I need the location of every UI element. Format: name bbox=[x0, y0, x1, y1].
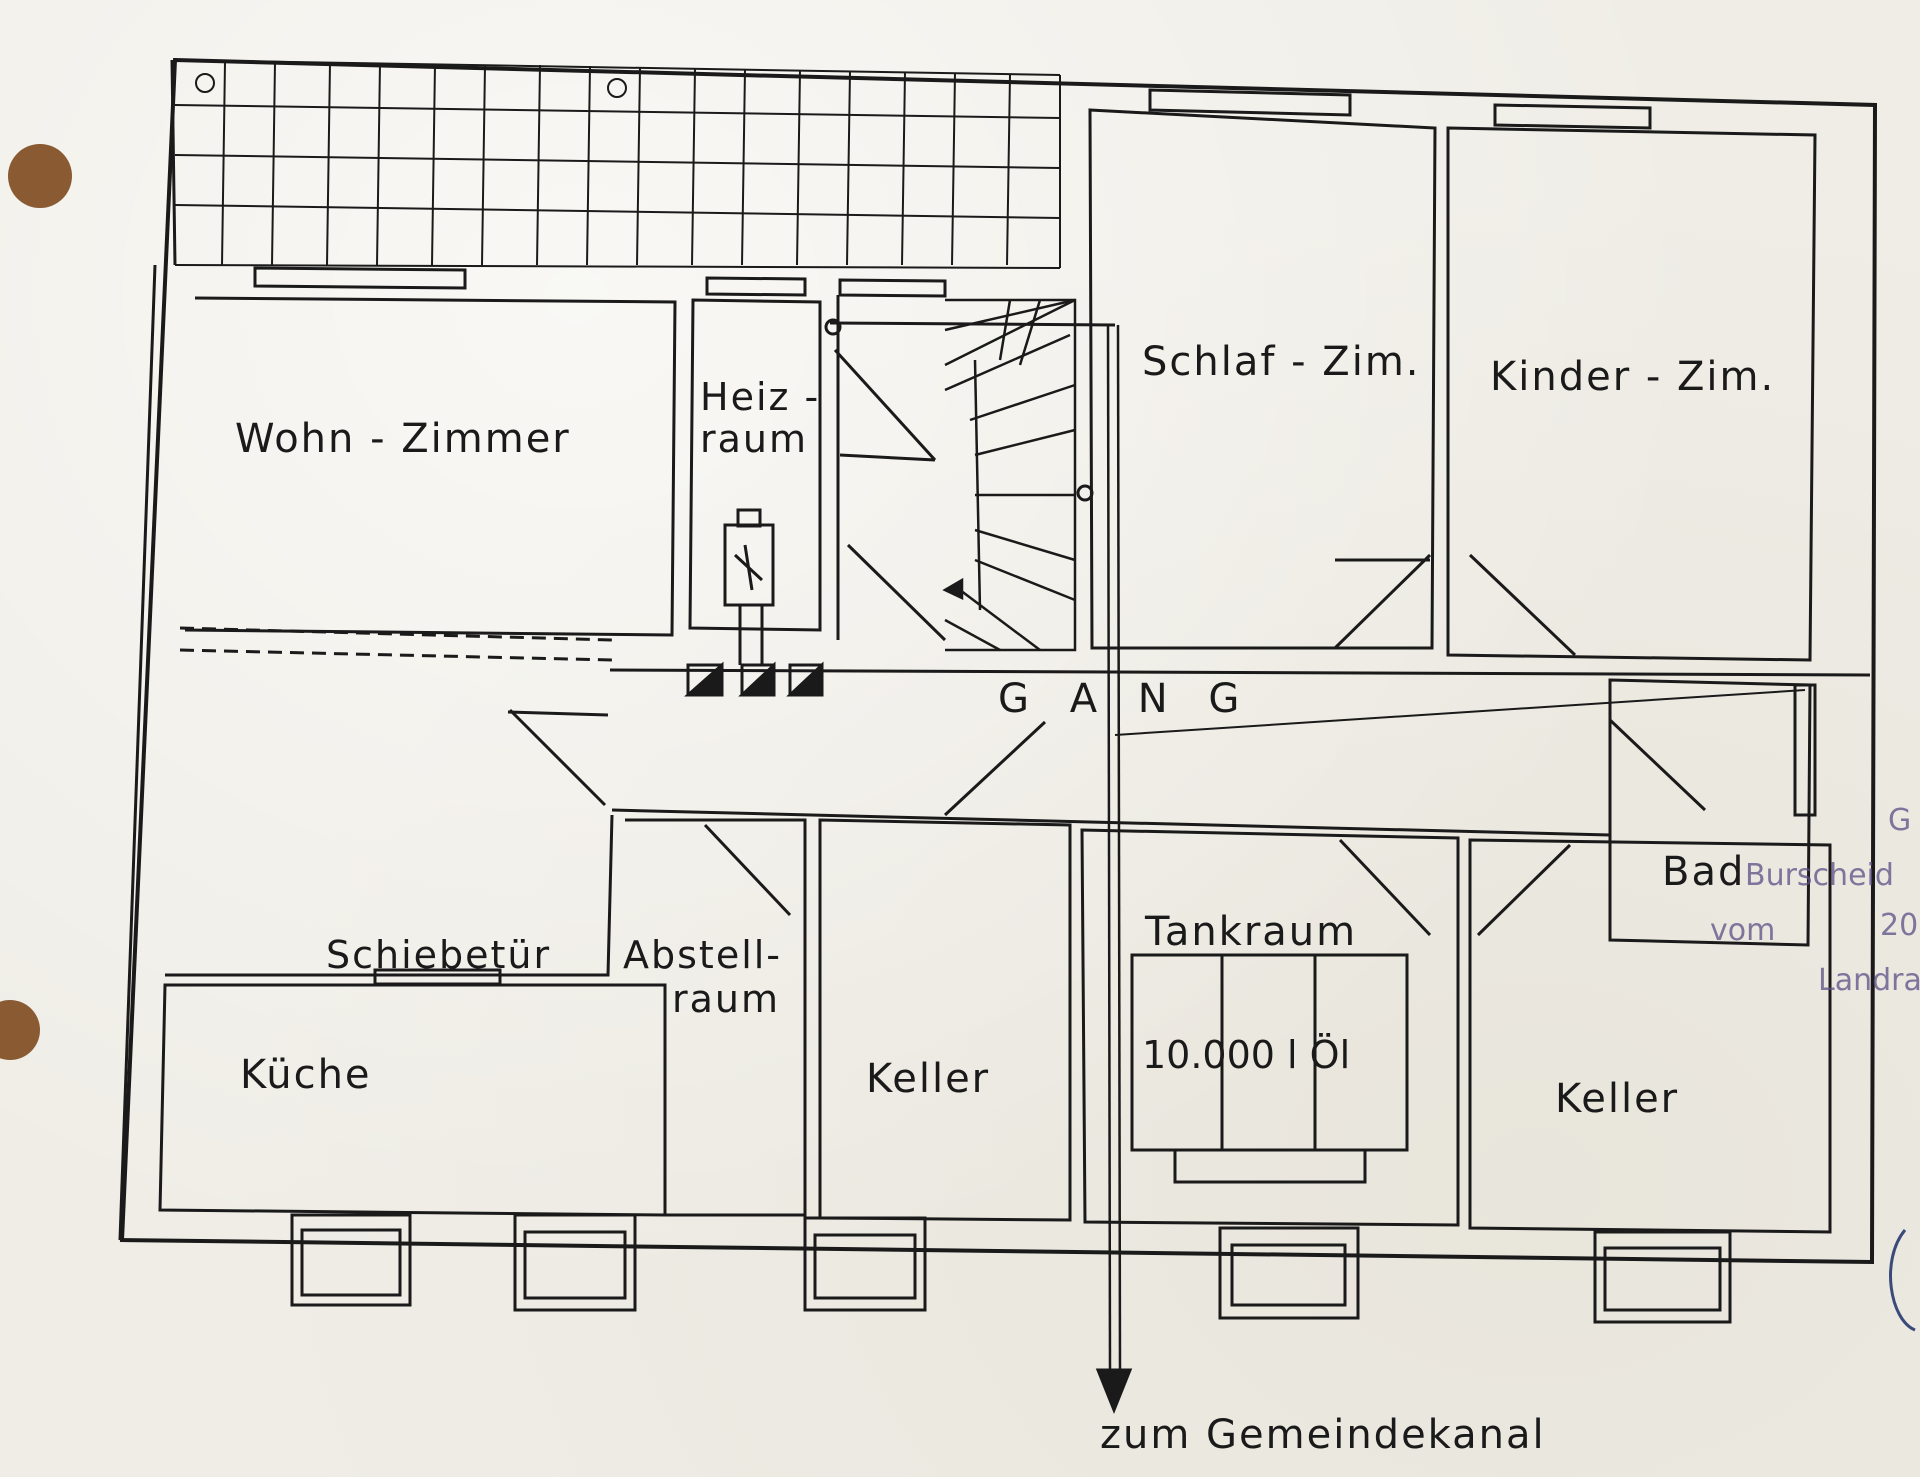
pipe-valve-2 bbox=[1076, 484, 1094, 502]
window-bottom-2 bbox=[513, 1213, 637, 1312]
wall-keller-right bbox=[1468, 838, 1832, 1234]
door-wohnzimmer-leaf bbox=[507, 710, 609, 717]
door-bad bbox=[1608, 718, 1707, 812]
wall-tankraum bbox=[1080, 828, 1460, 1227]
wall-kueche bbox=[158, 983, 667, 1217]
window-bottom-4 bbox=[1218, 1226, 1360, 1320]
stamp-line-1: G bbox=[1888, 803, 1911, 838]
label-bad: Bad bbox=[1662, 849, 1745, 895]
punch-hole-bottom bbox=[0, 1000, 40, 1060]
gang-top bbox=[609, 668, 1871, 677]
label-drain: zum Gemeindekanal bbox=[1100, 1412, 1546, 1458]
door-keller-right bbox=[1476, 843, 1572, 937]
door-keller-left bbox=[943, 720, 1047, 817]
wall-keller-left bbox=[818, 818, 1072, 1222]
wall-abstellraum bbox=[625, 818, 807, 1217]
dashed-beam-2 bbox=[179, 648, 613, 662]
drain-pipe-b bbox=[1116, 324, 1122, 1371]
terrace-grid bbox=[174, 59, 1061, 269]
drain-pipe-a bbox=[1106, 324, 1112, 1371]
stairs bbox=[942, 298, 1077, 652]
door-schlafzimmer bbox=[1333, 553, 1432, 650]
window-5 bbox=[1493, 103, 1652, 130]
signature-mark bbox=[1889, 1229, 1916, 1332]
wall-wohnzimmer bbox=[184, 296, 677, 637]
label-tankraum: Tankraum bbox=[1144, 909, 1357, 955]
label-schlafzimmer: Schlaf - Zim. bbox=[1142, 339, 1421, 385]
stamp-line-4: 20 bbox=[1880, 908, 1918, 943]
window-bottom-5 bbox=[1593, 1230, 1732, 1324]
door-tankraum bbox=[1338, 838, 1432, 937]
drain-arrow bbox=[1095, 1368, 1133, 1415]
label-kinderzimmer: Kinder - Zim. bbox=[1490, 354, 1775, 400]
boiler-flue bbox=[736, 508, 762, 528]
wall-wohnzimmer-bottom bbox=[165, 814, 614, 977]
dashed-beam-1 bbox=[179, 626, 613, 642]
door-abstellraum bbox=[703, 823, 792, 917]
chimney-3-fill bbox=[786, 661, 824, 697]
label-heizraum-2: raum bbox=[700, 417, 808, 461]
pipe-valve-1 bbox=[824, 318, 842, 336]
chimney-2-fill bbox=[738, 661, 776, 697]
door-stair bbox=[846, 543, 947, 642]
outer-wall-left bbox=[118, 59, 177, 1241]
label-schiebetuer: Schiebetür bbox=[326, 933, 551, 977]
door-heizraum bbox=[833, 348, 937, 462]
label-heizraum-1: Heiz - bbox=[700, 375, 820, 419]
pipe-gang bbox=[1114, 689, 1806, 736]
window-2 bbox=[705, 276, 807, 297]
door-wohnzimmer bbox=[508, 708, 607, 807]
wall-bad bbox=[1608, 678, 1812, 947]
door-kinderzimmer bbox=[1468, 553, 1577, 657]
window-3 bbox=[838, 278, 947, 298]
stamp-line-5: Landra bbox=[1818, 963, 1920, 998]
label-keller-right: Keller bbox=[1555, 1076, 1679, 1122]
label-kueche: Küche bbox=[240, 1052, 372, 1098]
window-bottom-3 bbox=[803, 1216, 927, 1312]
label-keller-left: Keller bbox=[866, 1056, 990, 1102]
wall-heizraum bbox=[688, 298, 822, 632]
pipe-top bbox=[829, 321, 1116, 327]
label-abstellraum-2: raum bbox=[672, 977, 780, 1021]
outer-wall bbox=[119, 57, 1878, 1265]
wall-kinderzimmer bbox=[1446, 126, 1817, 662]
boiler-mark-2 bbox=[743, 544, 754, 591]
label-wohnzimmer: Wohn - Zimmer bbox=[235, 416, 571, 462]
label-abstellraum-1: Abstell- bbox=[623, 933, 782, 977]
label-tank-capacity: 10.000 l Öl bbox=[1142, 1033, 1350, 1077]
gang-bottom bbox=[611, 808, 1611, 837]
chimney-1-fill bbox=[684, 661, 724, 697]
window-bottom-1 bbox=[290, 1213, 412, 1307]
stamp-line-2: Burscheid bbox=[1745, 858, 1894, 893]
window-4 bbox=[1148, 88, 1352, 117]
stamp-line-3: vom bbox=[1710, 913, 1775, 948]
punch-hole-top bbox=[8, 144, 72, 208]
label-gang: G A N G bbox=[998, 676, 1253, 722]
wall-schlafzimmer bbox=[1088, 108, 1437, 650]
window-bad bbox=[1793, 683, 1817, 817]
oil-tank-base bbox=[1173, 1148, 1367, 1184]
window-1 bbox=[253, 266, 467, 290]
